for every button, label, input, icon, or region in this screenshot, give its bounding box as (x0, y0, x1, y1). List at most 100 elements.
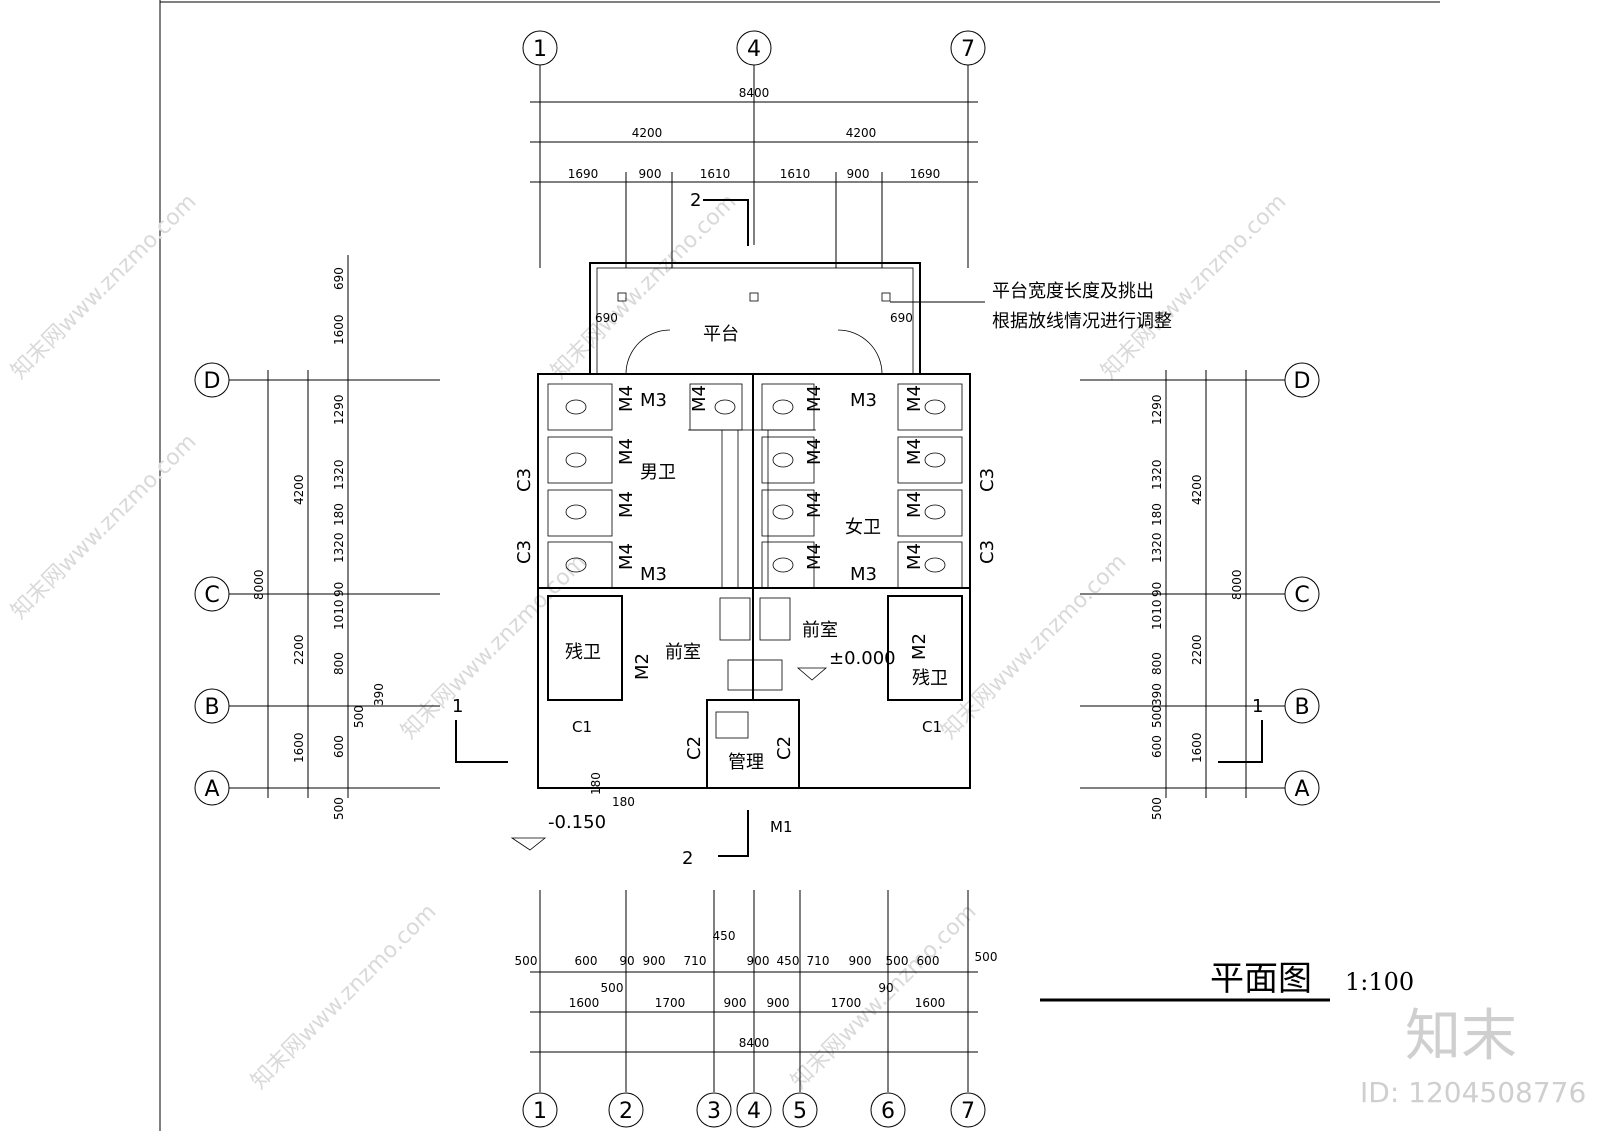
room-accessible-left: 残卫 (565, 642, 601, 663)
window-c1-left: C1 (572, 718, 592, 736)
door-m4-men-3: M4 (616, 491, 637, 518)
dim-bottom-r1-7: 900 (747, 954, 770, 968)
dim-top-part-6: 1690 (910, 167, 941, 181)
grid-label-top-4: 4 (747, 37, 761, 62)
room-vestibule-right: 前室 (802, 620, 838, 641)
dim-bottom-r1-6: 450 (713, 929, 736, 943)
top-dimensions: 8400 4200 4200 1690 900 1610 1610 900 16… (530, 86, 978, 268)
door-m4-women-3: M4 (804, 491, 825, 518)
dim-right-600: 600 (1150, 735, 1164, 758)
dim-top-part-5: 900 (847, 167, 870, 181)
dim-right-total: 8000 (1230, 569, 1244, 600)
left-grid: D C B A 8000 4200 2200 1600 690 1600 129… (194, 255, 440, 820)
grid-row-right-c: C (1294, 583, 1309, 608)
dim-right-500-bottom: 500 (1150, 797, 1164, 820)
dim-left-1010: 1010 (332, 599, 346, 630)
grid-label-bottom-4: 4 (747, 1099, 761, 1124)
grid-label-bottom-7: 7 (961, 1099, 975, 1124)
dim-bottom-r1-12: 600 (917, 954, 940, 968)
door-m3-women-top: M3 (850, 390, 877, 411)
dim-left-500-bottom: 500 (332, 797, 346, 820)
dim-right-1320-b: 1320 (1150, 532, 1164, 563)
dim-bottom-r1-13: 500 (975, 950, 998, 964)
dim-left-500-mid: 500 (352, 705, 366, 728)
watermark-text-6: 知末网www.znzmo.com (937, 549, 1132, 744)
grid-row-right-d: D (1294, 369, 1311, 394)
elevation-zero: ±0.000 (829, 648, 896, 669)
watermark-text-5: 知末网www.znzmo.com (397, 549, 592, 744)
dim-right-1600: 1600 (1190, 732, 1204, 763)
dim-bottom-r1-5: 710 (684, 954, 707, 968)
dim-left-1600: 1600 (292, 732, 306, 763)
dim-top-part-3: 1610 (700, 167, 731, 181)
dim-top-part-4: 1610 (780, 167, 811, 181)
window-c1-right: C1 (922, 718, 942, 736)
dim-left-1600-top: 1600 (332, 314, 346, 345)
grid-row-left-a: A (204, 777, 219, 802)
grid-row-left-d: D (204, 369, 221, 394)
section-mark-2-top: 2 (690, 190, 701, 211)
note-line-1: 平台宽度长度及挑出 (992, 281, 1154, 302)
door-m4-women-5: M4 (904, 385, 925, 412)
dim-bottom-r2-4: 900 (767, 996, 790, 1010)
dim-right-1320-a: 1320 (1150, 459, 1164, 490)
door-m3-men-top: M3 (640, 390, 667, 411)
section-mark-1-left: 1 (452, 696, 463, 717)
dim-top-half-2: 4200 (846, 126, 877, 140)
door-m4-women-6: M4 (904, 438, 925, 465)
door-m1: M1 (770, 818, 793, 836)
drawing-title: 平面图 1:100 (1040, 959, 1414, 1002)
dim-platform-left: 690 (595, 311, 618, 325)
dim-left-390: 390 (372, 683, 386, 706)
door-m4-men-1: M4 (616, 385, 637, 412)
window-c3-men-1: C3 (514, 468, 535, 492)
dim-left-1320-a: 1320 (332, 459, 346, 490)
watermark-id: ID: 1204508776 (1360, 1076, 1586, 1109)
elevation-low-marker (510, 837, 547, 851)
dim-left-90: 90 (332, 582, 346, 597)
dim-corner-180-v: 180 (589, 772, 603, 795)
door-m4-women-4: M4 (804, 543, 825, 570)
grid-row-right-a: A (1294, 777, 1309, 802)
dim-bottom-r1-1: 500 (515, 954, 538, 968)
door-m4-men-5: M4 (689, 385, 710, 412)
grid-label-top-1: 1 (533, 37, 547, 62)
dim-right-500-mid: 500 (1150, 705, 1164, 728)
dim-bottom-r1-3: 90 (619, 954, 634, 968)
room-platform: 平台 (703, 324, 739, 345)
dim-bottom-r1-4: 900 (643, 954, 666, 968)
dim-bottom-r2-2: 1700 (655, 996, 686, 1010)
watermark-text-1: 知末网www.znzmo.com (7, 189, 202, 384)
door-m2-left: M2 (632, 653, 653, 680)
door-m2-right: M2 (909, 633, 930, 660)
dim-corner-180-h: 180 (612, 795, 635, 809)
note-line-2: 根据放线情况进行调整 (992, 311, 1172, 332)
dim-right-90: 90 (1150, 582, 1164, 597)
grid-row-left-b: B (204, 695, 219, 720)
dim-top-part-1: 1690 (568, 167, 599, 181)
dim-left-690: 690 (332, 267, 346, 290)
door-m4-women-2: M4 (804, 438, 825, 465)
dim-left-1320-b: 1320 (332, 532, 346, 563)
dim-left-1290: 1290 (332, 394, 346, 425)
dim-bottom-r2-6: 1600 (915, 996, 946, 1010)
section-line-2-top (703, 199, 749, 246)
door-m4-men-4: M4 (616, 543, 637, 570)
dim-right-2200: 2200 (1190, 634, 1204, 665)
grid-row-right-b: B (1294, 695, 1309, 720)
door-m4-men-2: M4 (616, 438, 637, 465)
dim-bottom-r2-1: 1600 (569, 996, 600, 1010)
room-accessible-right: 残卫 (912, 668, 948, 689)
watermark-text-2: 知末网www.znzmo.com (547, 189, 742, 384)
section-line-1-left (455, 720, 508, 763)
watermark-logo: 知末 (1405, 1004, 1517, 1069)
dim-right-1010: 1010 (1150, 599, 1164, 630)
watermark-text-4: 知末网www.znzmo.com (7, 429, 202, 624)
dim-left-total: 8000 (252, 569, 266, 600)
dim-right-4200: 4200 (1190, 474, 1204, 505)
grid-label-top-7: 7 (961, 37, 975, 62)
room-vestibule-left: 前室 (665, 642, 701, 663)
lower-rooms: 残卫 残卫 前室 前室 ±0.000 管理 M2 M2 C2 C2 C1 C1 … (565, 597, 948, 836)
dim-bottom-r1-11: 500 (886, 954, 909, 968)
dim-bottom-r1-9: 710 (807, 954, 830, 968)
